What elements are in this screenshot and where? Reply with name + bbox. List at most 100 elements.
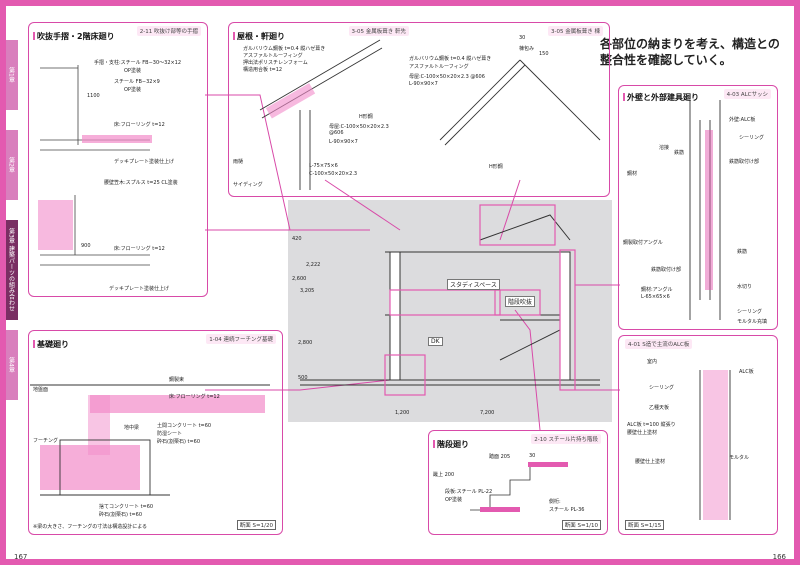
note: H形鋼 [489, 164, 503, 170]
note: H形鋼 [359, 114, 373, 120]
note: 鋼材:アングル [641, 287, 673, 293]
panel-title: 基礎廻り [33, 340, 69, 349]
note: 鋼材 [627, 171, 638, 177]
note: シーリング [739, 135, 765, 141]
reference-tag: 3-05 金属板葺き 棟 [548, 26, 603, 36]
panel-foundation: 基礎廻り 1-04 連続フーチング基礎 鋼製束 地盤面 床:フローリング t=1… [28, 330, 283, 535]
panel-title: 屋根・軒廻り [233, 32, 285, 41]
note: 溶接 [659, 145, 670, 151]
reference-tag: 4-03 ALCサッシ [723, 89, 771, 99]
reference-tag: 4-01 S造で主流のALC板 [625, 339, 693, 349]
note: 床:フローリング t=12 [114, 122, 165, 128]
panel-title: 外壁と外部建具廻り [623, 93, 699, 102]
note: 床:フローリング t=12 [114, 246, 165, 252]
note: 防湿シート [157, 431, 183, 437]
note: ALC板 [739, 369, 754, 375]
chapter-tab-1[interactable]: 第1章 [4, 40, 18, 110]
note: 地中梁 [124, 425, 140, 431]
panel-railing: 吹抜手摺・2階床廻り 2-11 吹抜け部等の手摺 手摺・支柱:スチール FB−3… [28, 22, 208, 297]
note: アスファルトルーフィング [243, 53, 303, 59]
dimension: 1100 [87, 93, 100, 99]
note: 側桁: [549, 499, 561, 505]
chapter-tab-3[interactable]: 第3章 建築パーツの組み合わせ [4, 220, 18, 320]
note: 鉄筋 [674, 150, 685, 156]
dimension: 蹴上 200 [433, 472, 455, 478]
note: 棟包み [519, 46, 535, 52]
panel-wall: 外壁と外部建具廻り 4-03 ALCサッシ 外壁:ALC板 シーリング 鉄筋 鉄… [618, 85, 778, 330]
room-label: スタディスペース [447, 279, 500, 290]
scale-label: 断面 S=1/10 [561, 520, 601, 530]
dimension: 1,200 [395, 410, 410, 416]
note: 鉄筋取付け部 [651, 267, 682, 273]
note: OP塗装 [124, 68, 141, 74]
note: 床:フローリング t=12 [169, 394, 220, 400]
note: デッキプレート塗装仕上げ [114, 159, 175, 165]
note: スチール PL-36 [549, 507, 585, 513]
dimension: 500 [298, 375, 308, 381]
reference-tag: 2-10 スチール片持ち階段 [531, 434, 601, 444]
page-heading: 各部位の納まりを考え、構造との整合性を確認していく。 [600, 37, 780, 67]
note: 手摺・支柱:スチール FB−30〜32×12 [94, 60, 182, 66]
note: フーチング [33, 438, 59, 444]
dimension: 2,800 [298, 340, 313, 346]
note: アスファルトルーフィング [409, 64, 469, 70]
note: 鋼製束 [169, 377, 185, 383]
dimension: 900 [81, 243, 91, 249]
note: 水切り [737, 284, 753, 290]
panel-title: 吹抜手摺・2階床廻り [33, 32, 115, 41]
note: 室内 [647, 359, 658, 365]
note: 捨てコンクリート t=60 [99, 504, 154, 510]
note: ALC板 t=100 縦張り [627, 422, 676, 428]
note: サイディング [233, 182, 263, 188]
note: 押出法ポリスチレンフォーム [243, 60, 308, 66]
dimension: 2,222 [306, 262, 321, 268]
room-label: 階段吹抜 [505, 296, 536, 307]
note: スチール FB−32×9 [114, 79, 160, 85]
note: 腰壁仕上塗材 [627, 430, 658, 436]
note: デッキプレート塗装仕上げ [109, 286, 170, 292]
note: 腰壁仕上塗材 [635, 459, 666, 465]
page-number-right: 166 [772, 553, 786, 561]
note: @606 [329, 130, 344, 136]
note: 構造用合板 t=12 [243, 67, 283, 73]
note: 母屋:C-100×50×20×2.3 [329, 124, 389, 130]
reference-tag: 3-05 金属板葺き 軒先 [348, 26, 409, 36]
chapter-tab-4[interactable]: 第4章 [4, 330, 18, 400]
dimension: 420 [292, 236, 302, 242]
scale-label: 断面 S=1/20 [236, 520, 276, 530]
note: L-90×90×7 [409, 81, 438, 87]
note: 雨樋 [233, 159, 244, 165]
note: モルタル充填 [737, 319, 768, 325]
note: ガルバリウム鋼板 t=0.4 縦ハゼ葺き [409, 56, 492, 62]
reference-tag: 2-11 吹抜け部等の手摺 [136, 26, 201, 36]
note: シーリング [737, 309, 763, 315]
dimension: 150 [539, 51, 549, 57]
note: 段板:スチール PL-22 [445, 489, 493, 495]
dimension: 2,600 [292, 276, 307, 282]
page-number-left: 167 [14, 553, 28, 561]
panel-alc: 4-01 S造で主流のALC板 室内 ALC板 シーリング 乙種天板 ALC板 … [618, 335, 778, 535]
chapter-tab-2[interactable]: 第2章 [4, 130, 18, 200]
note: 鋼製取付アングル [623, 240, 663, 246]
note: 30 [529, 453, 536, 459]
panel-title: 階段廻り [433, 440, 469, 449]
note: 砕石(割栗石) t=60 [99, 512, 143, 518]
note: ガルバリウム鋼板 t=0.4 縦ハゼ葺き [243, 46, 326, 52]
note: 外壁:ALC板 [729, 117, 756, 123]
note: シーリング [649, 385, 675, 391]
note: 砕石(割栗石) t=60 [157, 439, 201, 445]
note: 鉄筋取付け部 [729, 159, 760, 165]
note: 母屋:C-100×50×20×2.3 @606 [409, 74, 485, 80]
note: ※梁の大きさ、フーチングの寸法は構造設計による [33, 524, 148, 530]
note: モルタル [729, 455, 750, 461]
scale-label: 断面 S=1/15 [625, 520, 665, 530]
note: 地盤面 [33, 387, 49, 393]
note: C-100×50×20×2.3 [309, 171, 358, 177]
note: 乙種天板 [649, 405, 670, 411]
panel-stair: 階段廻り 2-10 スチール片持ち階段 踏面 205 30 段板:スチール PL… [428, 430, 608, 535]
dimension: 3,205 [300, 288, 315, 294]
note: 腰壁笠木:スプルス t=25 CL塗装 [104, 180, 178, 186]
room-label: DK [428, 337, 443, 346]
reference-tag: 1-04 連続フーチング基礎 [206, 334, 276, 344]
